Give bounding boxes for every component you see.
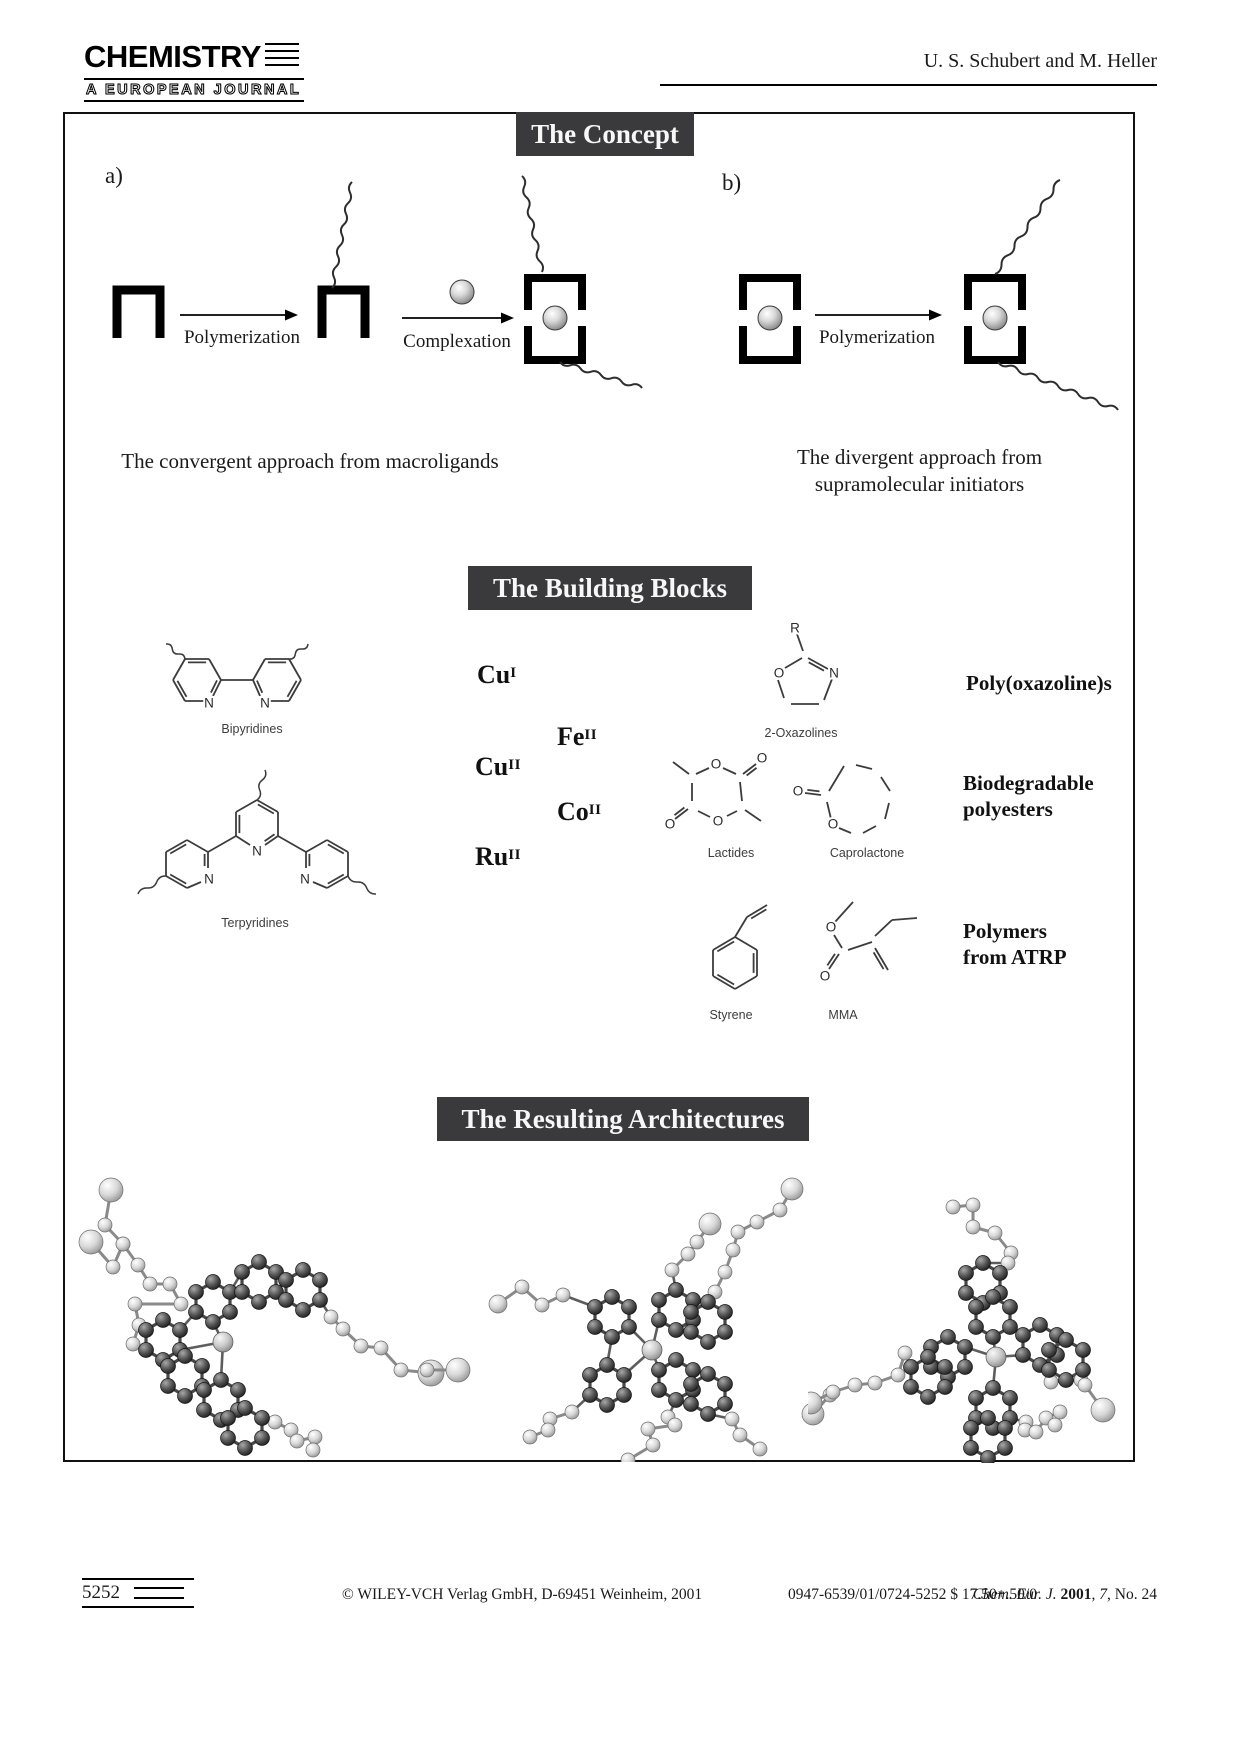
oxazolines-label: 2-Oxazolines	[764, 726, 838, 740]
step1-label: Polymerization	[183, 327, 301, 348]
svg-text:O: O	[793, 784, 804, 799]
page-number-block: 5252	[82, 1578, 194, 1608]
page-number: 5252	[82, 1582, 120, 1603]
metal-ion-sphere-icon	[449, 279, 475, 305]
logo-lines-icon	[264, 43, 299, 67]
lactide-structure: O O O O	[663, 749, 770, 834]
svg-text:R: R	[790, 621, 800, 636]
supramolecular-initiator-icon	[739, 274, 801, 364]
svg-text:O: O	[665, 817, 676, 832]
concept-scheme-svg	[112, 175, 1119, 411]
issn-line: 0947-6539/01/0724-5252 $ 17.50+.50/0	[788, 1586, 1037, 1603]
oxazoline-structure: O N R	[772, 619, 841, 705]
step2-label: Complexation	[403, 331, 511, 352]
ion-fe2: FeII	[557, 722, 598, 751]
mma-label: MMA	[828, 1008, 858, 1022]
svg-text:O: O	[711, 757, 722, 772]
caption-divergent-line1: The divergent approach from	[796, 445, 1043, 469]
journal-logo: CHEMISTRY	[84, 40, 299, 74]
architectures-banner: The Resulting Architectures	[437, 1097, 809, 1141]
svg-text:N: N	[300, 872, 310, 887]
metal-complex-b-icon	[964, 274, 1026, 364]
category-polyesters: Biodegradable polyesters	[963, 771, 1094, 821]
category-atrp: Polymers from ATRP	[963, 919, 1067, 969]
journal-name: CHEMISTRY	[84, 39, 261, 74]
building-blocks-banner: The Building Blocks	[468, 566, 752, 610]
page-number-rule-icon	[134, 1587, 184, 1599]
panel-b-label: b)	[722, 170, 742, 195]
molecule-model-3	[808, 1197, 1116, 1463]
caption-divergent: The divergent approach from supramolecul…	[742, 444, 1097, 498]
terpyridine-structure: N N N	[137, 769, 377, 895]
ligand-bracket-icon	[112, 285, 165, 338]
metal-complex-a-icon	[524, 274, 586, 364]
reaction-arrow-2	[402, 312, 514, 324]
panel-a-label: a)	[105, 163, 123, 188]
copyright-line: © WILEY-VCH Verlag GmbH, D-69451 Weinhei…	[342, 1586, 703, 1603]
terpyridines-label: Terpyridines	[221, 916, 289, 930]
svg-text:N: N	[204, 696, 214, 711]
logo-rule-top	[84, 78, 304, 80]
reaction-arrow-3	[815, 309, 942, 321]
ion-cu2: CuII	[475, 752, 521, 781]
svg-text:O: O	[828, 817, 839, 832]
molecule-model-2	[420, 1177, 838, 1462]
svg-text:O: O	[713, 814, 724, 829]
caption-convergent: The convergent approach from macroligand…	[121, 449, 499, 473]
svg-text:O: O	[757, 751, 768, 766]
authors: U. S. Schubert and M. Heller	[923, 50, 1157, 72]
svg-text:N: N	[252, 844, 262, 859]
svg-text:O: O	[774, 666, 785, 681]
ion-cu1: CuI	[477, 660, 517, 689]
concept-banner: The Concept	[516, 112, 694, 156]
polymer-chain-squiggles	[331, 175, 1119, 411]
ion-ru2: RuII	[475, 842, 521, 871]
logo-rule-bottom	[84, 100, 304, 102]
reaction-arrow-1	[180, 309, 298, 321]
journal-subtitle-wrap: A EUROPEAN JOURNAL	[85, 81, 302, 99]
citation-line: Chem. Eur. J. 2001, 7, No. 24	[972, 1586, 1157, 1603]
svg-text:N: N	[829, 666, 839, 681]
macroligand-bracket-icon	[317, 285, 370, 338]
caprolactone-structure: OO	[791, 764, 891, 834]
svg-text:N: N	[204, 872, 214, 887]
ion-co2: CoII	[557, 797, 602, 826]
lactides-label: Lactides	[707, 846, 755, 860]
svg-text:O: O	[826, 920, 837, 935]
svg-text:N: N	[260, 696, 270, 711]
svg-text:O: O	[820, 969, 831, 984]
header-rule	[660, 84, 1157, 86]
styrene-structure	[712, 904, 768, 990]
step3-label: Polymerization	[818, 327, 936, 348]
journal-subtitle: A EUROPEAN JOURNAL	[85, 82, 302, 99]
bipyridines-label: Bipyridines	[221, 722, 283, 736]
molecule-model-1	[78, 1177, 445, 1458]
category-polyoxazolines: Poly(oxazoline)s	[966, 671, 1112, 695]
caprolactone-label: Caprolactone	[829, 846, 905, 860]
mma-structure: OO	[818, 901, 918, 986]
styrene-label: Styrene	[709, 1008, 753, 1022]
caption-divergent-line2: supramolecular initiators	[814, 472, 1025, 496]
